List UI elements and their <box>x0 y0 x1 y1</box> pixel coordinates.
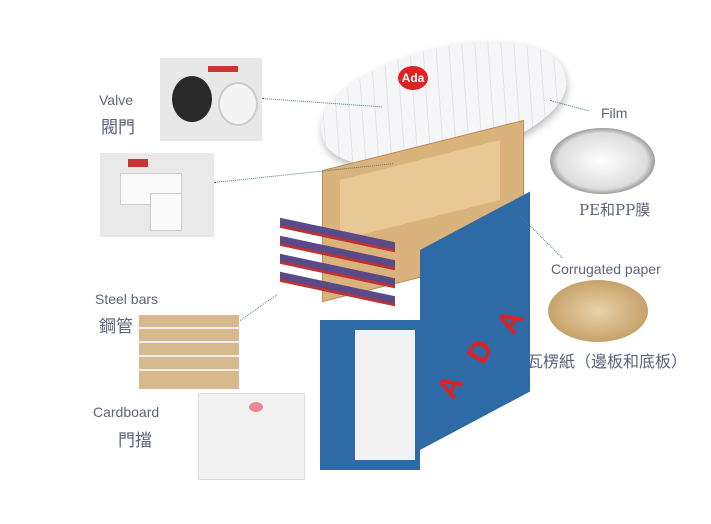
corrugated-paper-label-cn: 瓦楞紙（邊板和底板） <box>527 352 688 371</box>
film-label-cn: PE和PP膜 <box>579 201 651 219</box>
film-photo <box>550 128 655 194</box>
valve-label: Valve <box>99 92 133 108</box>
shipping-container <box>320 191 530 500</box>
steel-bars-label-cn: 鋼管 <box>99 317 133 337</box>
corrugated-paper-photo <box>548 280 648 342</box>
cardboard-photo <box>198 393 305 480</box>
leader-line <box>240 294 278 321</box>
corrugated-paper-label: Corrugated paper <box>551 261 661 277</box>
film-label: Film <box>601 105 628 121</box>
cardboard-label-cn: 門擋 <box>118 431 152 451</box>
logo: Ada <box>398 66 428 90</box>
cardboard-label: Cardboard <box>93 404 160 420</box>
valve-label-cn: 閥門 <box>101 118 135 138</box>
steel-bars-photo <box>139 315 239 389</box>
valve-photo <box>160 58 262 141</box>
valve-elbow-photo <box>100 153 214 237</box>
steel-bars-label: Steel bars <box>95 291 159 307</box>
